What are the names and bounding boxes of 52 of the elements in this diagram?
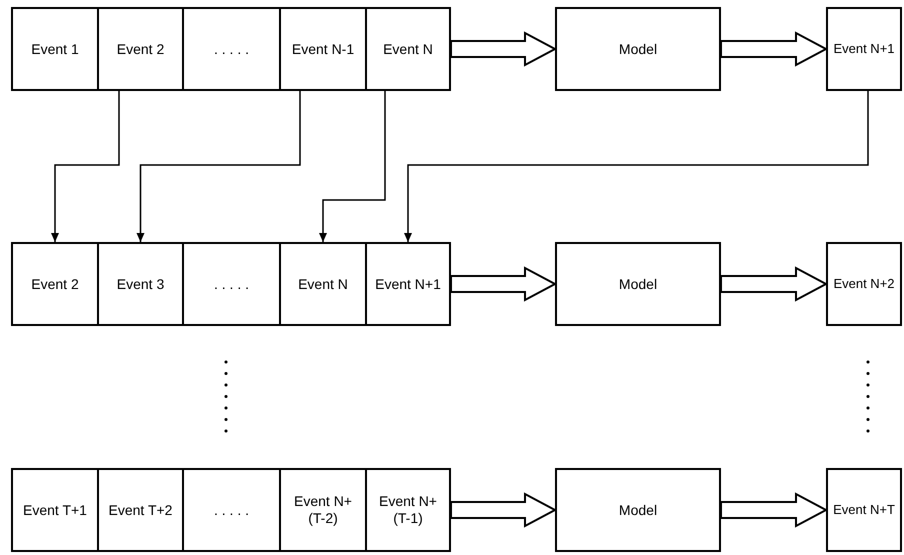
- box-label: Event N+2: [833, 276, 895, 292]
- box-label: . . . . .: [214, 502, 249, 518]
- event-box: [182, 468, 281, 552]
- box-label: Event N+T: [833, 502, 895, 518]
- box-label: . . . . .: [214, 40, 249, 58]
- event-box: [11, 7, 99, 91]
- arrow: [319, 91, 386, 242]
- box-label: Model: [618, 502, 658, 518]
- event-box: [365, 242, 451, 326]
- event-box: [279, 242, 367, 326]
- block-arrow: [720, 266, 828, 302]
- box-label: Event N+ (T-1): [378, 493, 438, 527]
- box-label: Model: [618, 40, 658, 58]
- event-box: [97, 242, 184, 326]
- model-box: [555, 468, 721, 552]
- model-box: [555, 242, 721, 326]
- event-box: [11, 242, 99, 326]
- box-label: Event T+1: [23, 502, 87, 518]
- block-arrow: [450, 31, 558, 67]
- event-box: [365, 468, 451, 552]
- event-box: [182, 242, 281, 326]
- box-label: . . . . .: [214, 276, 249, 292]
- arrow: [404, 91, 869, 242]
- event-box: [826, 7, 902, 91]
- box-label: Event 3: [116, 276, 164, 292]
- event-box: [11, 468, 99, 552]
- event-box: [97, 468, 184, 552]
- box-label: Model: [618, 276, 658, 292]
- arrow: [51, 91, 120, 242]
- event-box: [826, 468, 902, 552]
- event-box: [279, 468, 367, 552]
- arrow: [136, 91, 301, 242]
- box-label: Event N+1: [375, 276, 441, 292]
- box-label: Event 2: [31, 276, 79, 292]
- box-label: Event N-1: [292, 40, 354, 58]
- block-arrow: [720, 31, 828, 67]
- box-label: Event N: [383, 40, 433, 58]
- box-label: Event T+2: [108, 502, 172, 518]
- model-box: [555, 7, 721, 91]
- box-label: Event N+ (T-2): [293, 493, 353, 527]
- box-label: Event N+1: [833, 41, 895, 57]
- event-box: [182, 7, 281, 91]
- block-arrow: [450, 266, 558, 302]
- box-label: Event 2: [116, 40, 164, 58]
- event-box: [97, 7, 184, 91]
- box-label: Event 1: [31, 40, 79, 58]
- event-box: [279, 7, 367, 91]
- event-box: [365, 7, 451, 91]
- box-label: Event N: [298, 276, 348, 292]
- block-arrow: [450, 492, 558, 528]
- block-arrow: [720, 492, 828, 528]
- event-box: [826, 242, 902, 326]
